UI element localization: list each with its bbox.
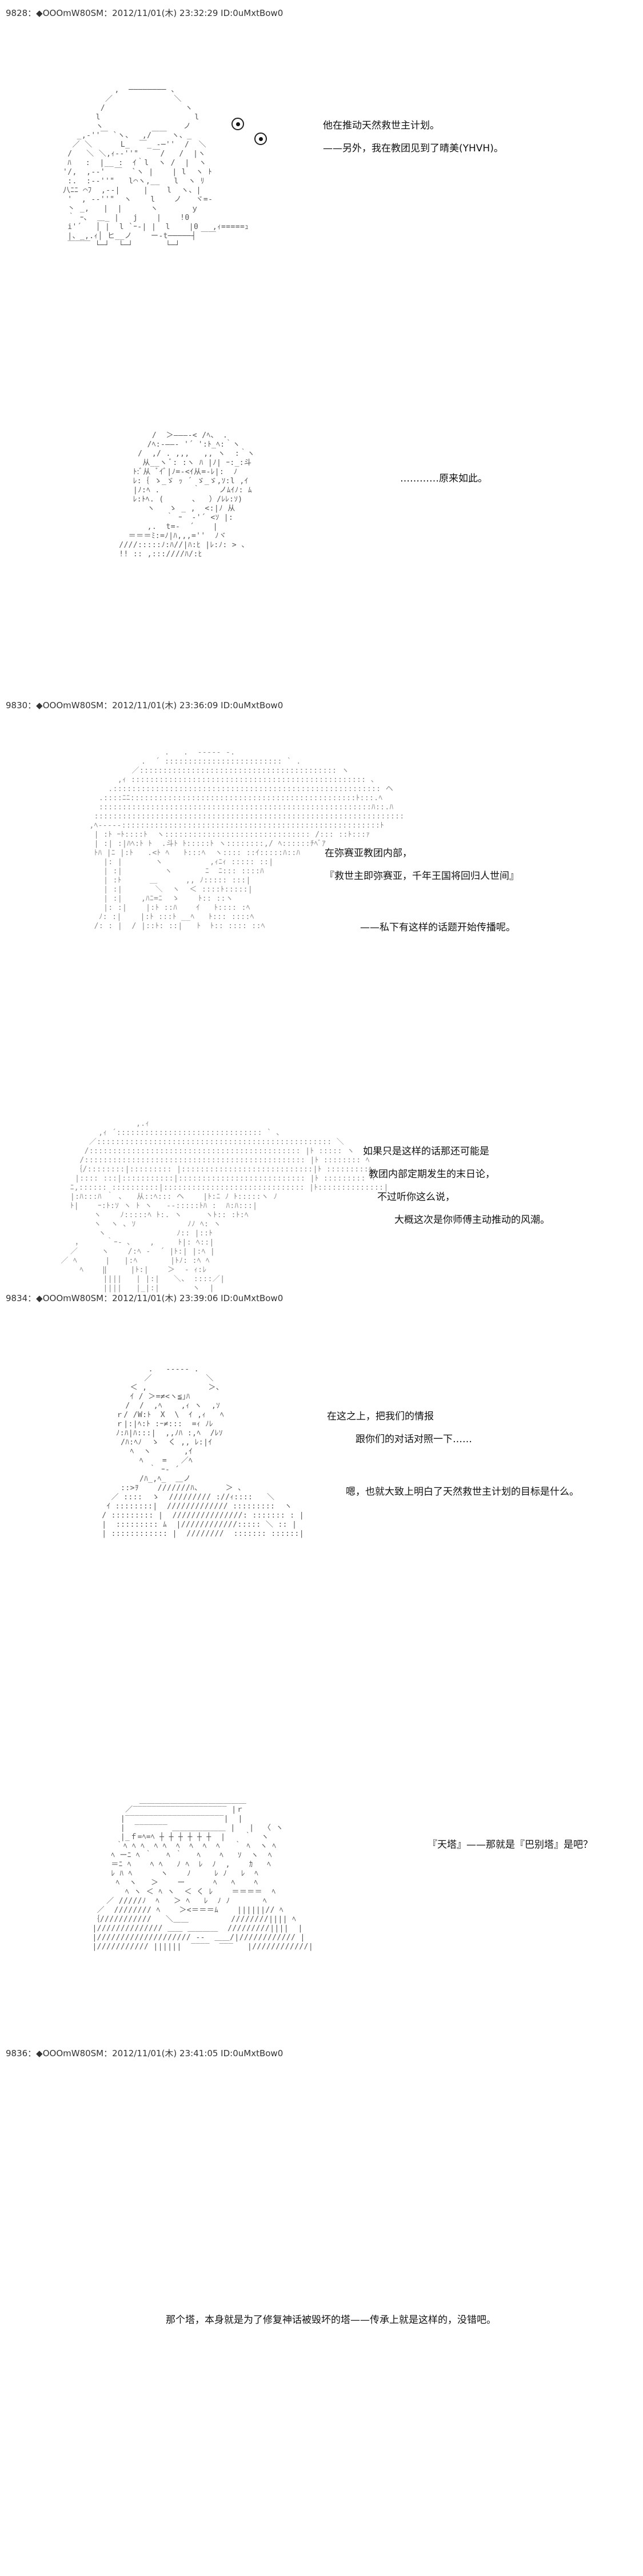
dialogue-line: 跟你们的对话对照一下……: [356, 1434, 472, 1445]
dialogue-line: ——另外，我在教团见到了晴美(YHVH)。: [323, 143, 504, 154]
dialogue-line: 大概这次是你师傅主动推动的风潮。: [394, 1214, 550, 1226]
dialogue-line: 『救世主即弥赛亚，千年王国将回归人世间』: [325, 870, 519, 882]
dialogue-line: ——私下有这样的话题开始传播呢。: [360, 922, 516, 933]
post-header: 9830：◆OOOmW80SM：2012/11/01(木) 23:36:09 I…: [6, 700, 283, 711]
eye-icon: [231, 118, 244, 130]
dialogue-line: 那个塔，本身就是为了修复神话被毁坏的塔——传承上就是这样的，没错吧。: [166, 2314, 496, 2326]
dialogue-line: 『天塔』——那就是『巴别塔』是吧？: [428, 1839, 593, 1851]
dialogue-line: 在这之上，把我们的情报: [327, 1411, 434, 1422]
dialogue-line: 教团内部定期发生的末日论，: [369, 1169, 495, 1180]
dialogue-line: …………原来如此。: [400, 473, 488, 484]
post-header: 9834：◆OOOmW80SM：2012/11/01(木) 23:39:06 I…: [6, 1293, 283, 1303]
dialogue-line: 嗯，也就大致上明白了天然救世主计划的目标是什么。: [346, 1486, 579, 1498]
dialogue-line: 在弥赛亚教团内部，: [325, 848, 412, 859]
dialogue-line: 不过听你这么说，: [377, 1191, 455, 1203]
dialogue-line: 如果只是这样的话那还可能是: [363, 1146, 489, 1157]
eye-icon: [254, 133, 267, 145]
post-header: 9836：◆OOOmW80SM：2012/11/01(木) 23:41:05 I…: [6, 2048, 283, 2059]
dialogue-line: 他在推动天然救世主计划。: [323, 120, 440, 131]
post-header: 9828：◆OOOmW80SM：2012/11/01(木) 23:32:29 I…: [6, 8, 283, 18]
